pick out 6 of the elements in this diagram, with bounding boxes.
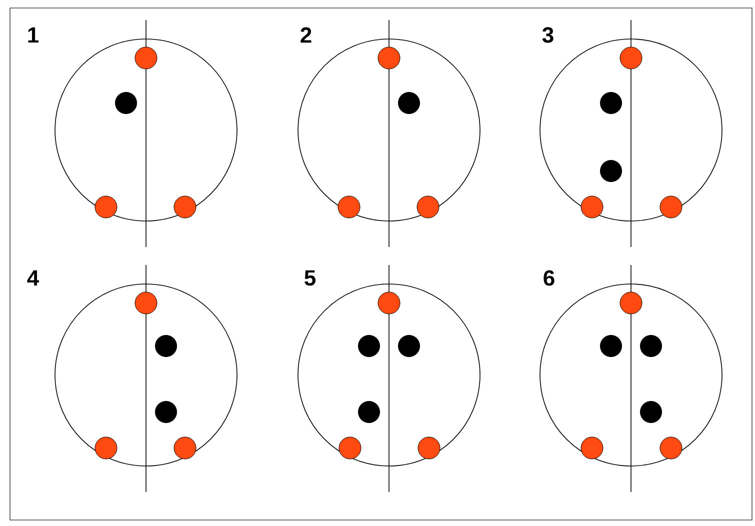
- panel-number: 1: [28, 27, 38, 43]
- panel-number: 2: [300, 27, 312, 43]
- panel-number: 5: [304, 270, 316, 286]
- panel-number: 3: [542, 27, 554, 43]
- panel-number: 4: [27, 270, 39, 286]
- panel-number: 6: [544, 270, 554, 286]
